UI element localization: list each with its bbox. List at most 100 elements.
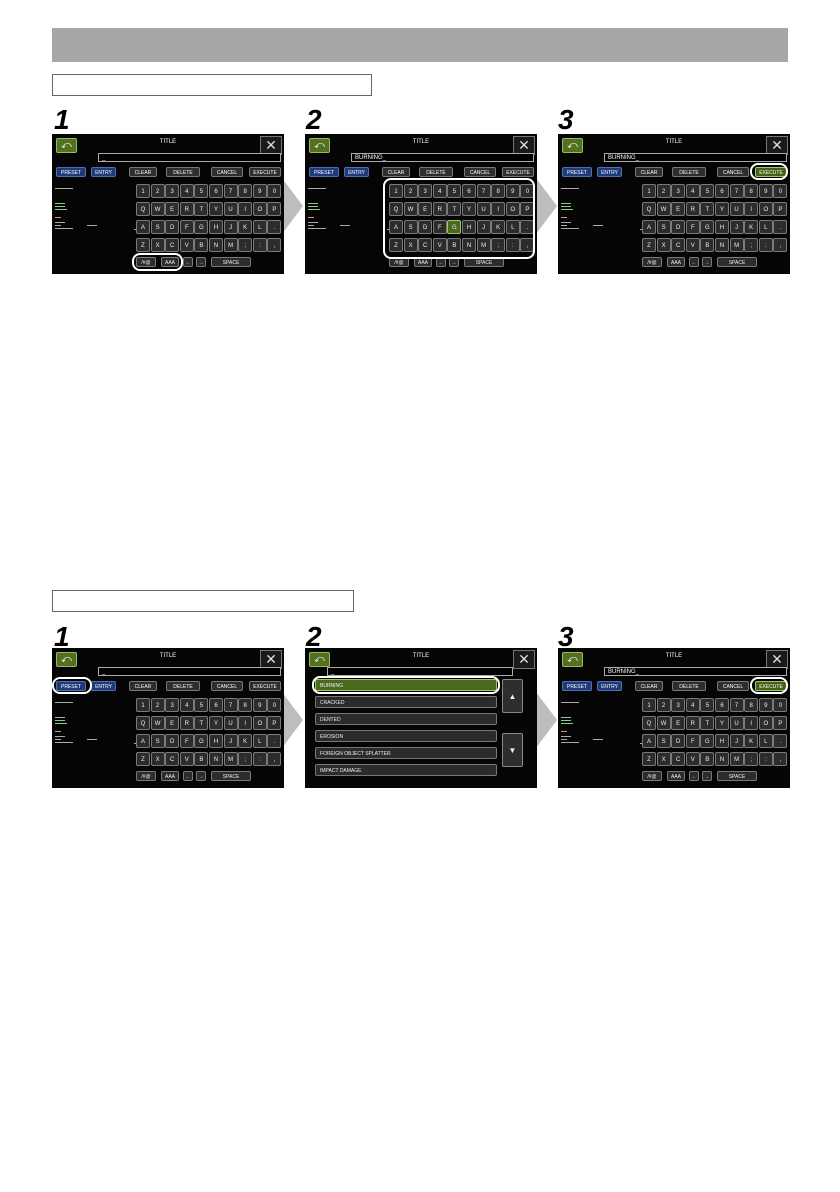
key-Y[interactable]: Y [715, 202, 729, 216]
preset-button[interactable]: PRESET [56, 167, 86, 177]
key-3[interactable]: 3 [671, 184, 686, 198]
space-key[interactable]: SPACE [211, 771, 251, 781]
key-U[interactable]: U [729, 202, 744, 216]
key-Y[interactable]: Y [209, 202, 223, 216]
key-B[interactable]: B [700, 238, 715, 252]
close-button[interactable]: ✕ [513, 650, 535, 669]
key-2[interactable]: 2 [150, 184, 165, 198]
key-9[interactable]: 9 [758, 184, 773, 198]
cursor-left-key[interactable]: ← [436, 257, 446, 267]
key-Q[interactable]: Q [136, 202, 150, 216]
key-L[interactable]: L [252, 734, 267, 748]
key-D[interactable]: D [418, 220, 433, 234]
case-key[interactable]: AAA [667, 257, 685, 267]
delete-button[interactable]: DELETE [166, 681, 200, 691]
title-input-field[interactable]: BURNING_ [604, 667, 787, 676]
key-G[interactable]: G [194, 220, 209, 234]
key-C[interactable]: C [418, 238, 433, 252]
key-W[interactable]: W [150, 716, 165, 730]
key-1[interactable]: 1 [642, 698, 656, 712]
key-R[interactable]: R [179, 716, 194, 730]
back-button[interactable]: ⤺ [56, 652, 77, 667]
key-S[interactable]: S [656, 734, 671, 748]
key-1[interactable]: 1 [389, 184, 403, 198]
key-S[interactable]: S [656, 220, 671, 234]
key-O[interactable]: O [758, 202, 773, 216]
key-;[interactable]: ; [238, 752, 253, 766]
key-F[interactable]: F [179, 734, 194, 748]
key-6[interactable]: 6 [209, 184, 223, 198]
key-6[interactable]: 6 [209, 698, 223, 712]
key-F[interactable]: F [685, 734, 700, 748]
execute-button[interactable]: EXECUTE [755, 681, 787, 691]
cursor-right-key[interactable]: → [196, 257, 206, 267]
key-Q[interactable]: Q [642, 202, 656, 216]
key-4[interactable]: 4 [685, 698, 700, 712]
key-V[interactable]: V [685, 238, 700, 252]
delete-button[interactable]: DELETE [672, 681, 706, 691]
key-U[interactable]: U [223, 716, 238, 730]
key-K[interactable]: K [744, 734, 759, 748]
key-L[interactable]: L [252, 220, 267, 234]
execute-button[interactable]: EXECUTE [502, 167, 534, 177]
key-R[interactable]: R [685, 716, 700, 730]
key-:[interactable]: : [505, 238, 520, 252]
key-X[interactable]: X [656, 238, 671, 252]
key-P[interactable]: P [773, 202, 788, 216]
key-7[interactable]: 7 [729, 698, 744, 712]
key-M[interactable]: M [223, 752, 238, 766]
preset-button[interactable]: PRESET [562, 167, 592, 177]
key-E[interactable]: E [165, 716, 180, 730]
key-,[interactable]: , [267, 238, 282, 252]
key-M[interactable]: M [476, 238, 491, 252]
key-1[interactable]: 1 [136, 698, 150, 712]
key-5[interactable]: 5 [700, 698, 715, 712]
key-7[interactable]: 7 [223, 184, 238, 198]
clear-button[interactable]: CLEAR [382, 167, 410, 177]
key-U[interactable]: U [729, 716, 744, 730]
symbols-key[interactable]: /#@ [642, 257, 662, 267]
key-:[interactable]: : [758, 238, 773, 252]
key-B[interactable]: B [447, 238, 462, 252]
key-K[interactable]: K [491, 220, 506, 234]
key-G[interactable]: G [700, 220, 715, 234]
scroll-down-button[interactable]: ▼ [502, 733, 523, 767]
title-input-field[interactable]: BURNING_ [604, 153, 787, 162]
preset-list-item[interactable]: DENTED [315, 713, 497, 725]
key-O[interactable]: O [758, 716, 773, 730]
key-;[interactable]: ; [744, 238, 759, 252]
cursor-left-key[interactable]: ← [689, 257, 699, 267]
key-O[interactable]: O [252, 202, 267, 216]
key-C[interactable]: C [671, 238, 686, 252]
key-N[interactable]: N [209, 238, 223, 252]
key-E[interactable]: E [418, 202, 433, 216]
key-C[interactable]: C [165, 752, 180, 766]
execute-button[interactable]: EXECUTE [249, 167, 281, 177]
cursor-right-key[interactable]: → [702, 257, 712, 267]
preset-list-item[interactable]: FOREIGN OBJECT SPLATTER [315, 747, 497, 759]
title-input-field[interactable]: _ [327, 667, 513, 676]
key-Z[interactable]: Z [642, 752, 656, 766]
case-key[interactable]: AAA [161, 771, 179, 781]
key-A[interactable]: A [136, 220, 150, 234]
key-Q[interactable]: Q [642, 716, 656, 730]
key-4[interactable]: 4 [179, 698, 194, 712]
title-input-field[interactable]: _ [98, 667, 281, 676]
key-R[interactable]: R [432, 202, 447, 216]
execute-button[interactable]: EXECUTE [755, 167, 787, 177]
key-;[interactable]: ; [238, 238, 253, 252]
key-Y[interactable]: Y [462, 202, 476, 216]
key-5[interactable]: 5 [194, 184, 209, 198]
key-G[interactable]: G [700, 734, 715, 748]
key-.[interactable]: . [773, 734, 788, 748]
key-H[interactable]: H [462, 220, 476, 234]
key-:[interactable]: : [252, 238, 267, 252]
key-,[interactable]: , [520, 238, 535, 252]
key-5[interactable]: 5 [700, 184, 715, 198]
key-8[interactable]: 8 [744, 184, 759, 198]
key-O[interactable]: O [252, 716, 267, 730]
clear-button[interactable]: CLEAR [129, 681, 157, 691]
key-4[interactable]: 4 [179, 184, 194, 198]
key-H[interactable]: H [209, 734, 223, 748]
symbols-key[interactable]: /#@ [642, 771, 662, 781]
